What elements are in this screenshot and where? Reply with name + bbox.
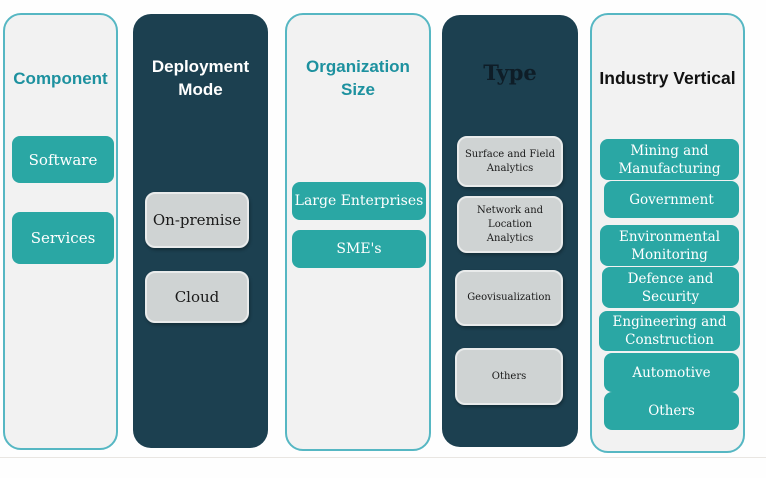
column-type: Type Surface and Field Analytics Network… <box>442 15 578 447</box>
item-automotive: Automotive <box>604 353 739 392</box>
column-industry-vertical-title: Industry Vertical <box>599 68 736 88</box>
item-large-enterprises: Large Enterprises <box>292 182 426 220</box>
item-on-premise: On-premise <box>145 192 249 248</box>
column-component: Component Software Services <box>3 13 118 450</box>
column-organization-size-title: Organization Size <box>306 57 410 99</box>
bottom-divider <box>0 457 766 458</box>
item-smes: SME's <box>292 230 426 268</box>
item-software: Software <box>12 136 114 183</box>
column-organization-size: Organization Size Large Enterprises SME'… <box>285 13 431 451</box>
item-cloud: Cloud <box>145 271 249 323</box>
item-surface-and-field-analytics: Surface and Field Analytics <box>457 136 563 187</box>
item-geovisualization: Geovisualization <box>455 270 563 326</box>
column-type-title: Type <box>483 60 537 85</box>
column-deployment-mode: Deployment Mode On-premise Cloud <box>133 14 268 448</box>
item-engineering-and-construction: Engineering and Construction <box>599 311 740 351</box>
item-services: Services <box>12 212 114 264</box>
item-environmental-monitoring: Environmental Monitoring <box>600 225 739 266</box>
item-type-others: Others <box>455 348 563 405</box>
item-network-and-location-analytics: Network and Location Analytics <box>457 196 563 253</box>
item-defence-and-security: Defence and Security <box>602 267 739 308</box>
column-deployment-mode-title: Deployment Mode <box>151 57 250 99</box>
item-mining-and-manufacturing: Mining and Manufacturing <box>600 139 739 180</box>
column-industry-vertical: Industry Vertical Mining and Manufacturi… <box>590 13 745 453</box>
column-component-title: Component <box>13 69 108 88</box>
item-industry-others: Others <box>604 392 739 430</box>
item-government: Government <box>604 181 739 218</box>
